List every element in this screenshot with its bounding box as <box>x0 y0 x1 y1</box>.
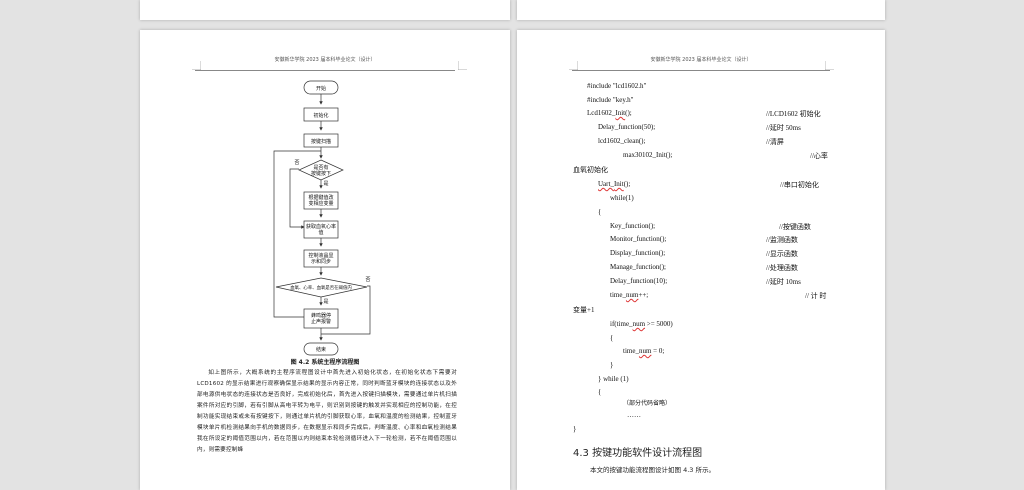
body-paragraph: 如上图所示，大概系统的主程序流程图设计中首先进入初始化状态，在初始化状态下需要对… <box>197 370 457 453</box>
flow-yes2-label: 是 <box>323 299 328 305</box>
flow-read-line1: 获取血氧心率 <box>306 223 336 230</box>
flow-update-line1: 根据键值改 <box>308 194 333 201</box>
page-right: 安徽新华学院 2023 届本科毕业论文（设计） #include "lcd160… <box>517 30 885 490</box>
previous-page-right <box>517 0 885 20</box>
flow-yes1-label: 是 <box>323 181 328 187</box>
flow-init: 初始化 <box>313 112 328 119</box>
flow-alarm-line2: 止声报警 <box>311 318 331 325</box>
previous-page-left <box>140 0 510 20</box>
start-node <box>303 80 339 95</box>
flow-decision1-line2: 按键按下 <box>311 170 331 177</box>
flow-decision1-line1: 是否有 <box>313 164 328 171</box>
flow-update-line2: 变相应变量 <box>308 200 333 207</box>
flow-start: 开始 <box>316 85 326 92</box>
section-body: 本文的按键功能流程图设计如图 4.3 所示。 <box>590 466 715 474</box>
page-header: 安徽新华学院 2023 届本科毕业论文（设计） <box>650 57 752 63</box>
flow-read-line2: 值 <box>318 229 323 236</box>
section-heading: 4.3 按键功能软件设计流程图 <box>573 448 703 459</box>
flow-no1-label: 否 <box>294 160 299 166</box>
header-rule <box>195 70 455 71</box>
flow-display-line2: 示和同步 <box>311 258 331 265</box>
flow-no2-label: 否 <box>365 277 370 283</box>
flow-scan: 按键扫描 <box>311 138 331 145</box>
header-rule <box>572 70 830 71</box>
main-program-flowchart: 开始 初始化 按键扫描 是否有 按键按下 根据键值改 变相应变量 获取血氧心率 … <box>273 80 371 356</box>
page-header: 安徽新华学院 2023 届本科毕业论文（设计） <box>274 57 376 63</box>
flow-display-line1: 控制液晶显 <box>308 252 333 259</box>
figure-caption: 图 4.2 系统主程序流程图 <box>290 359 360 366</box>
flow-end: 结束 <box>316 346 326 353</box>
page-left: 安徽新华学院 2023 届本科毕业论文（设计） <box>140 30 510 490</box>
flow-alarm-line1: 蜂鸣器停 <box>311 312 331 319</box>
flow-decision2: 血氧、心率、血氧是否在阈值内 <box>290 284 351 291</box>
